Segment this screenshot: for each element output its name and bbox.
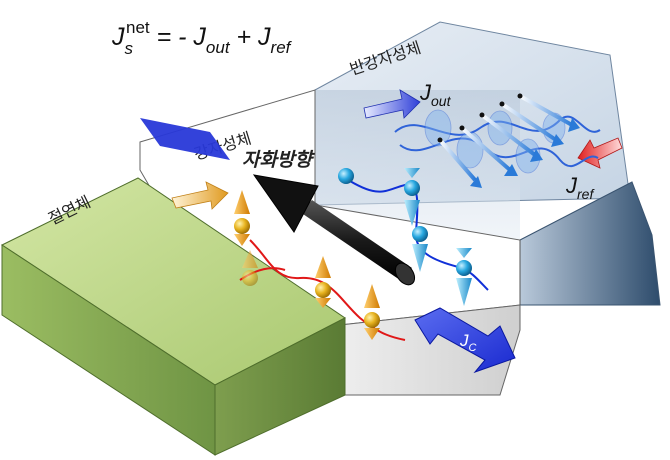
eq-sub-s: s xyxy=(125,39,134,58)
eq-j: J xyxy=(111,23,125,51)
spin-current-arrow-fm xyxy=(171,181,229,210)
spin-current-arrow-back xyxy=(140,118,230,160)
eq-minus-j: = - J xyxy=(150,23,207,51)
spin-down-particle xyxy=(404,168,420,226)
eq-plus-j: + J xyxy=(230,23,271,51)
afm-spin-arrow xyxy=(517,93,580,132)
spin-up-particle xyxy=(364,284,380,340)
eq-sup-net: net xyxy=(126,18,150,37)
spin-down-particles xyxy=(338,168,472,306)
afm-spin-arrow xyxy=(479,112,543,162)
afm-spin-arrow xyxy=(499,101,564,147)
afm-spin-arrow xyxy=(437,137,482,188)
j-out-label: Jout xyxy=(419,80,452,109)
spin-down-particle xyxy=(412,226,428,272)
afm-spin-arrows xyxy=(437,93,580,188)
spin-up-particle xyxy=(315,256,331,308)
spin-up-particle xyxy=(234,190,250,246)
j-ref-label: Jref xyxy=(565,173,595,202)
j-ref-arrow xyxy=(577,137,623,169)
antiferromagnet-block xyxy=(314,21,661,306)
antiferromagnet-wall xyxy=(315,90,520,240)
spin-up-particles xyxy=(234,190,380,340)
j-c-label: JC xyxy=(459,331,477,354)
eq-sub-out: out xyxy=(206,38,231,57)
spin-down-particle xyxy=(338,168,354,184)
eq-sub-ref: ref xyxy=(271,38,293,57)
j-out-arrow xyxy=(363,89,421,119)
afm-spin-arrow xyxy=(459,125,518,176)
spin-up-particle xyxy=(242,250,258,286)
magnetization-arrow xyxy=(252,174,416,286)
equation: Js net = - Jout + Jref xyxy=(111,18,293,58)
magnetization-label: 자화방향 xyxy=(242,149,315,171)
j-c-arrow xyxy=(414,307,516,374)
insulator-block xyxy=(0,177,346,456)
insulator-side xyxy=(214,317,346,456)
spin-down-particle xyxy=(456,248,472,306)
